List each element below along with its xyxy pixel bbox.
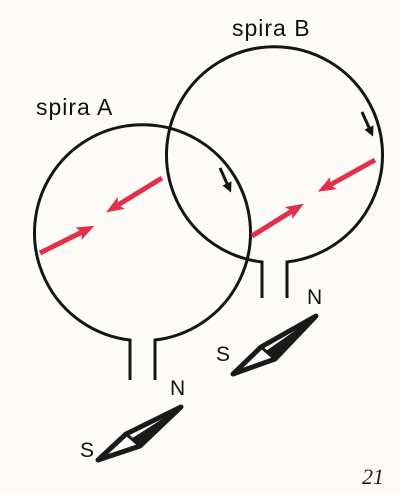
page-number: 21	[362, 464, 384, 489]
loop-a	[33, 123, 252, 380]
compass-a-north-label: N	[170, 377, 185, 400]
loop-b-field-arrow-left	[317, 157, 377, 192]
loop-a-wire	[33, 123, 252, 380]
compass-a-south-label: S	[80, 439, 94, 462]
compass-needle-icon	[230, 313, 319, 377]
loop-a-current-arrow	[218, 167, 232, 193]
loop-b-field-arrow-right	[250, 203, 304, 239]
loop-b	[165, 45, 384, 298]
compass-b-outline	[230, 313, 319, 377]
loop-b-wire	[165, 45, 384, 298]
loop-a-label: spira A	[36, 94, 113, 120]
compass-a-outline	[95, 404, 184, 463]
compass-b-south-label: S	[216, 343, 230, 366]
compass-b-north-label: N	[307, 286, 322, 309]
loop-b-label: spira B	[232, 15, 311, 41]
compass-needle-icon	[95, 404, 184, 463]
loop-b-current-arrow	[360, 111, 374, 137]
loop-a-field-arrow-left	[106, 175, 164, 213]
loop-a-field-arrow-right	[38, 225, 95, 256]
